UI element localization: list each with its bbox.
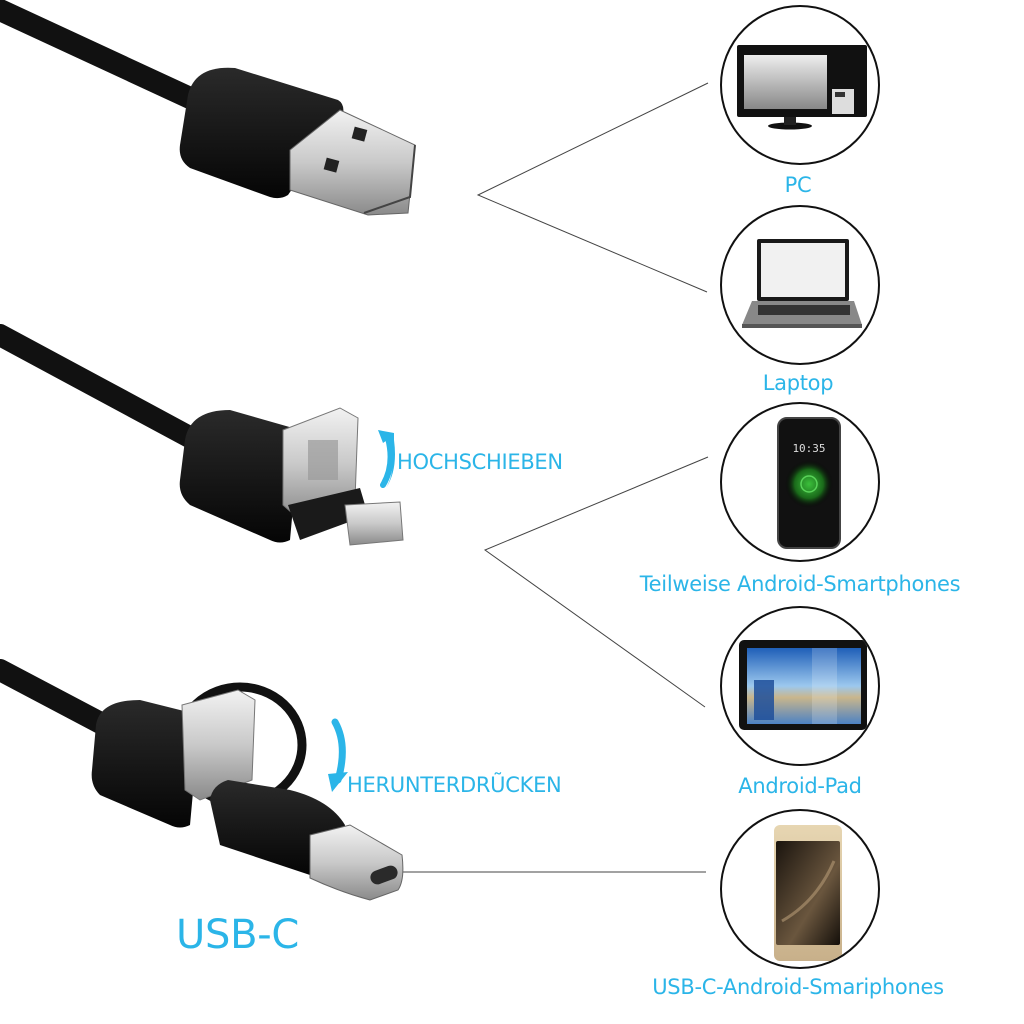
- device-circle-usbc-phone: [720, 809, 880, 969]
- line-usba-to-pc-laptop: [476, 82, 709, 293]
- device-label-pc: PC: [784, 173, 812, 197]
- action-label-press-down: HERUNTERDRŨCKEN: [347, 773, 562, 797]
- device-circle-android-pad: [720, 606, 880, 766]
- device-circle-pc: [720, 5, 880, 165]
- device-circle-laptop: [720, 205, 880, 365]
- action-label-slide-up: HOCHSCHIEBEN: [397, 450, 563, 474]
- laptop-icon: [742, 239, 862, 328]
- tablet-icon: [739, 640, 867, 730]
- line-micro-to-phone-pad: [483, 456, 709, 708]
- smartphone-icon: 10:35: [777, 417, 841, 549]
- device-label-android-phone: Teilweise Android-Smartphones: [639, 572, 961, 596]
- device-label-usbc-phone: USB-C-Android-Smariphones: [652, 975, 944, 999]
- arrow-up-icon: [378, 430, 395, 488]
- usbc-smartphone-icon: [774, 825, 842, 961]
- desktop-monitor-icon: [737, 45, 867, 130]
- arrow-down-icon: [331, 718, 346, 784]
- usb-c-title: USB-C: [176, 912, 299, 958]
- device-label-android-pad: Android-Pad: [738, 774, 862, 798]
- svg-text:10:35: 10:35: [792, 442, 825, 455]
- device-circle-android-phone: 10:35: [720, 402, 880, 562]
- device-label-laptop: Laptop: [762, 371, 834, 395]
